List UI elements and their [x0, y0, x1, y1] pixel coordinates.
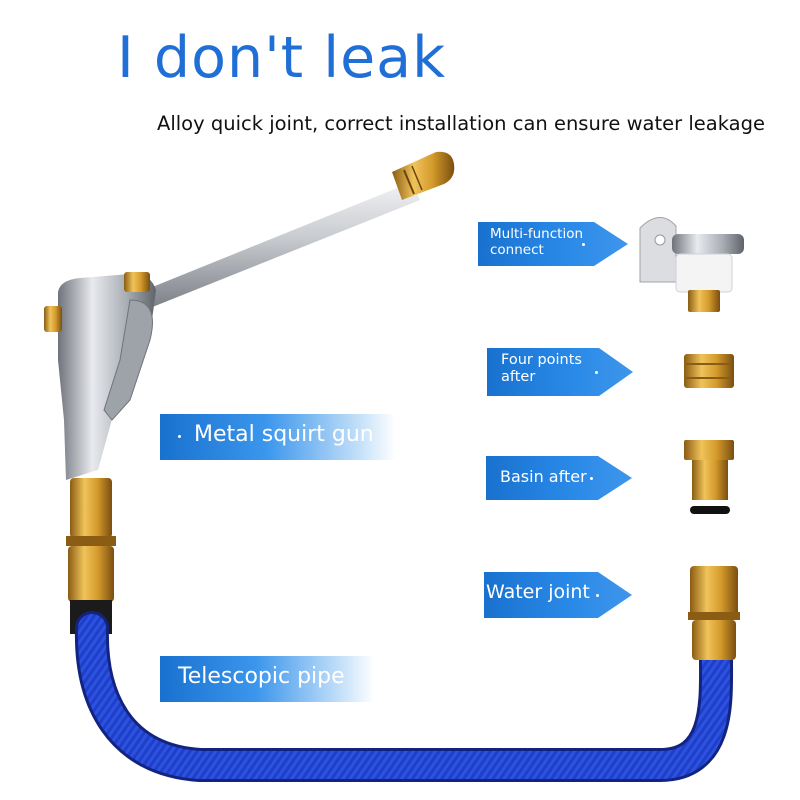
- callout-four-points: Four points after: [487, 348, 633, 396]
- page-title: I don't leak: [117, 25, 447, 91]
- callout-multi-function: Multi-function connect: [478, 222, 628, 266]
- water-joint-fitting: [688, 566, 740, 660]
- bullet-dot: [590, 477, 593, 480]
- page-subtitle: Alloy quick joint, correct installation …: [157, 112, 766, 135]
- callout-multi-function-line2: connect: [490, 242, 544, 259]
- callout-telescopic: Telescopic pipe: [160, 656, 374, 702]
- telescopic-hose: [74, 611, 734, 782]
- bullet-dot: [595, 371, 598, 374]
- callout-metal-gun: Metal squirt gun: [160, 414, 396, 460]
- basin-adapter: [684, 440, 734, 514]
- nozzle-tip: [392, 151, 455, 200]
- bullet-dot: [178, 435, 181, 438]
- bullet-dot: [596, 594, 599, 597]
- callout-four-points-line2: after: [501, 369, 536, 386]
- callout-basin: Basin after: [486, 456, 632, 500]
- callout-four-points-line1: Four points: [501, 352, 582, 368]
- callout-water-joint: Water joint: [484, 572, 632, 618]
- callout-multi-function-line1: Multi-function: [490, 226, 584, 242]
- faucet-connector: [639, 217, 744, 312]
- bullet-dot: [582, 243, 585, 246]
- callout-metal-gun-label: Metal squirt gun: [194, 422, 374, 447]
- gun-quick-connector: [66, 478, 116, 634]
- four-points-adapter: [684, 354, 734, 388]
- callout-telescopic-label: Telescopic pipe: [178, 664, 345, 689]
- callout-basin-label: Basin after: [500, 467, 587, 486]
- spray-rod: [140, 182, 420, 308]
- gun-body: [44, 272, 156, 480]
- callout-water-joint-label: Water joint: [486, 581, 590, 603]
